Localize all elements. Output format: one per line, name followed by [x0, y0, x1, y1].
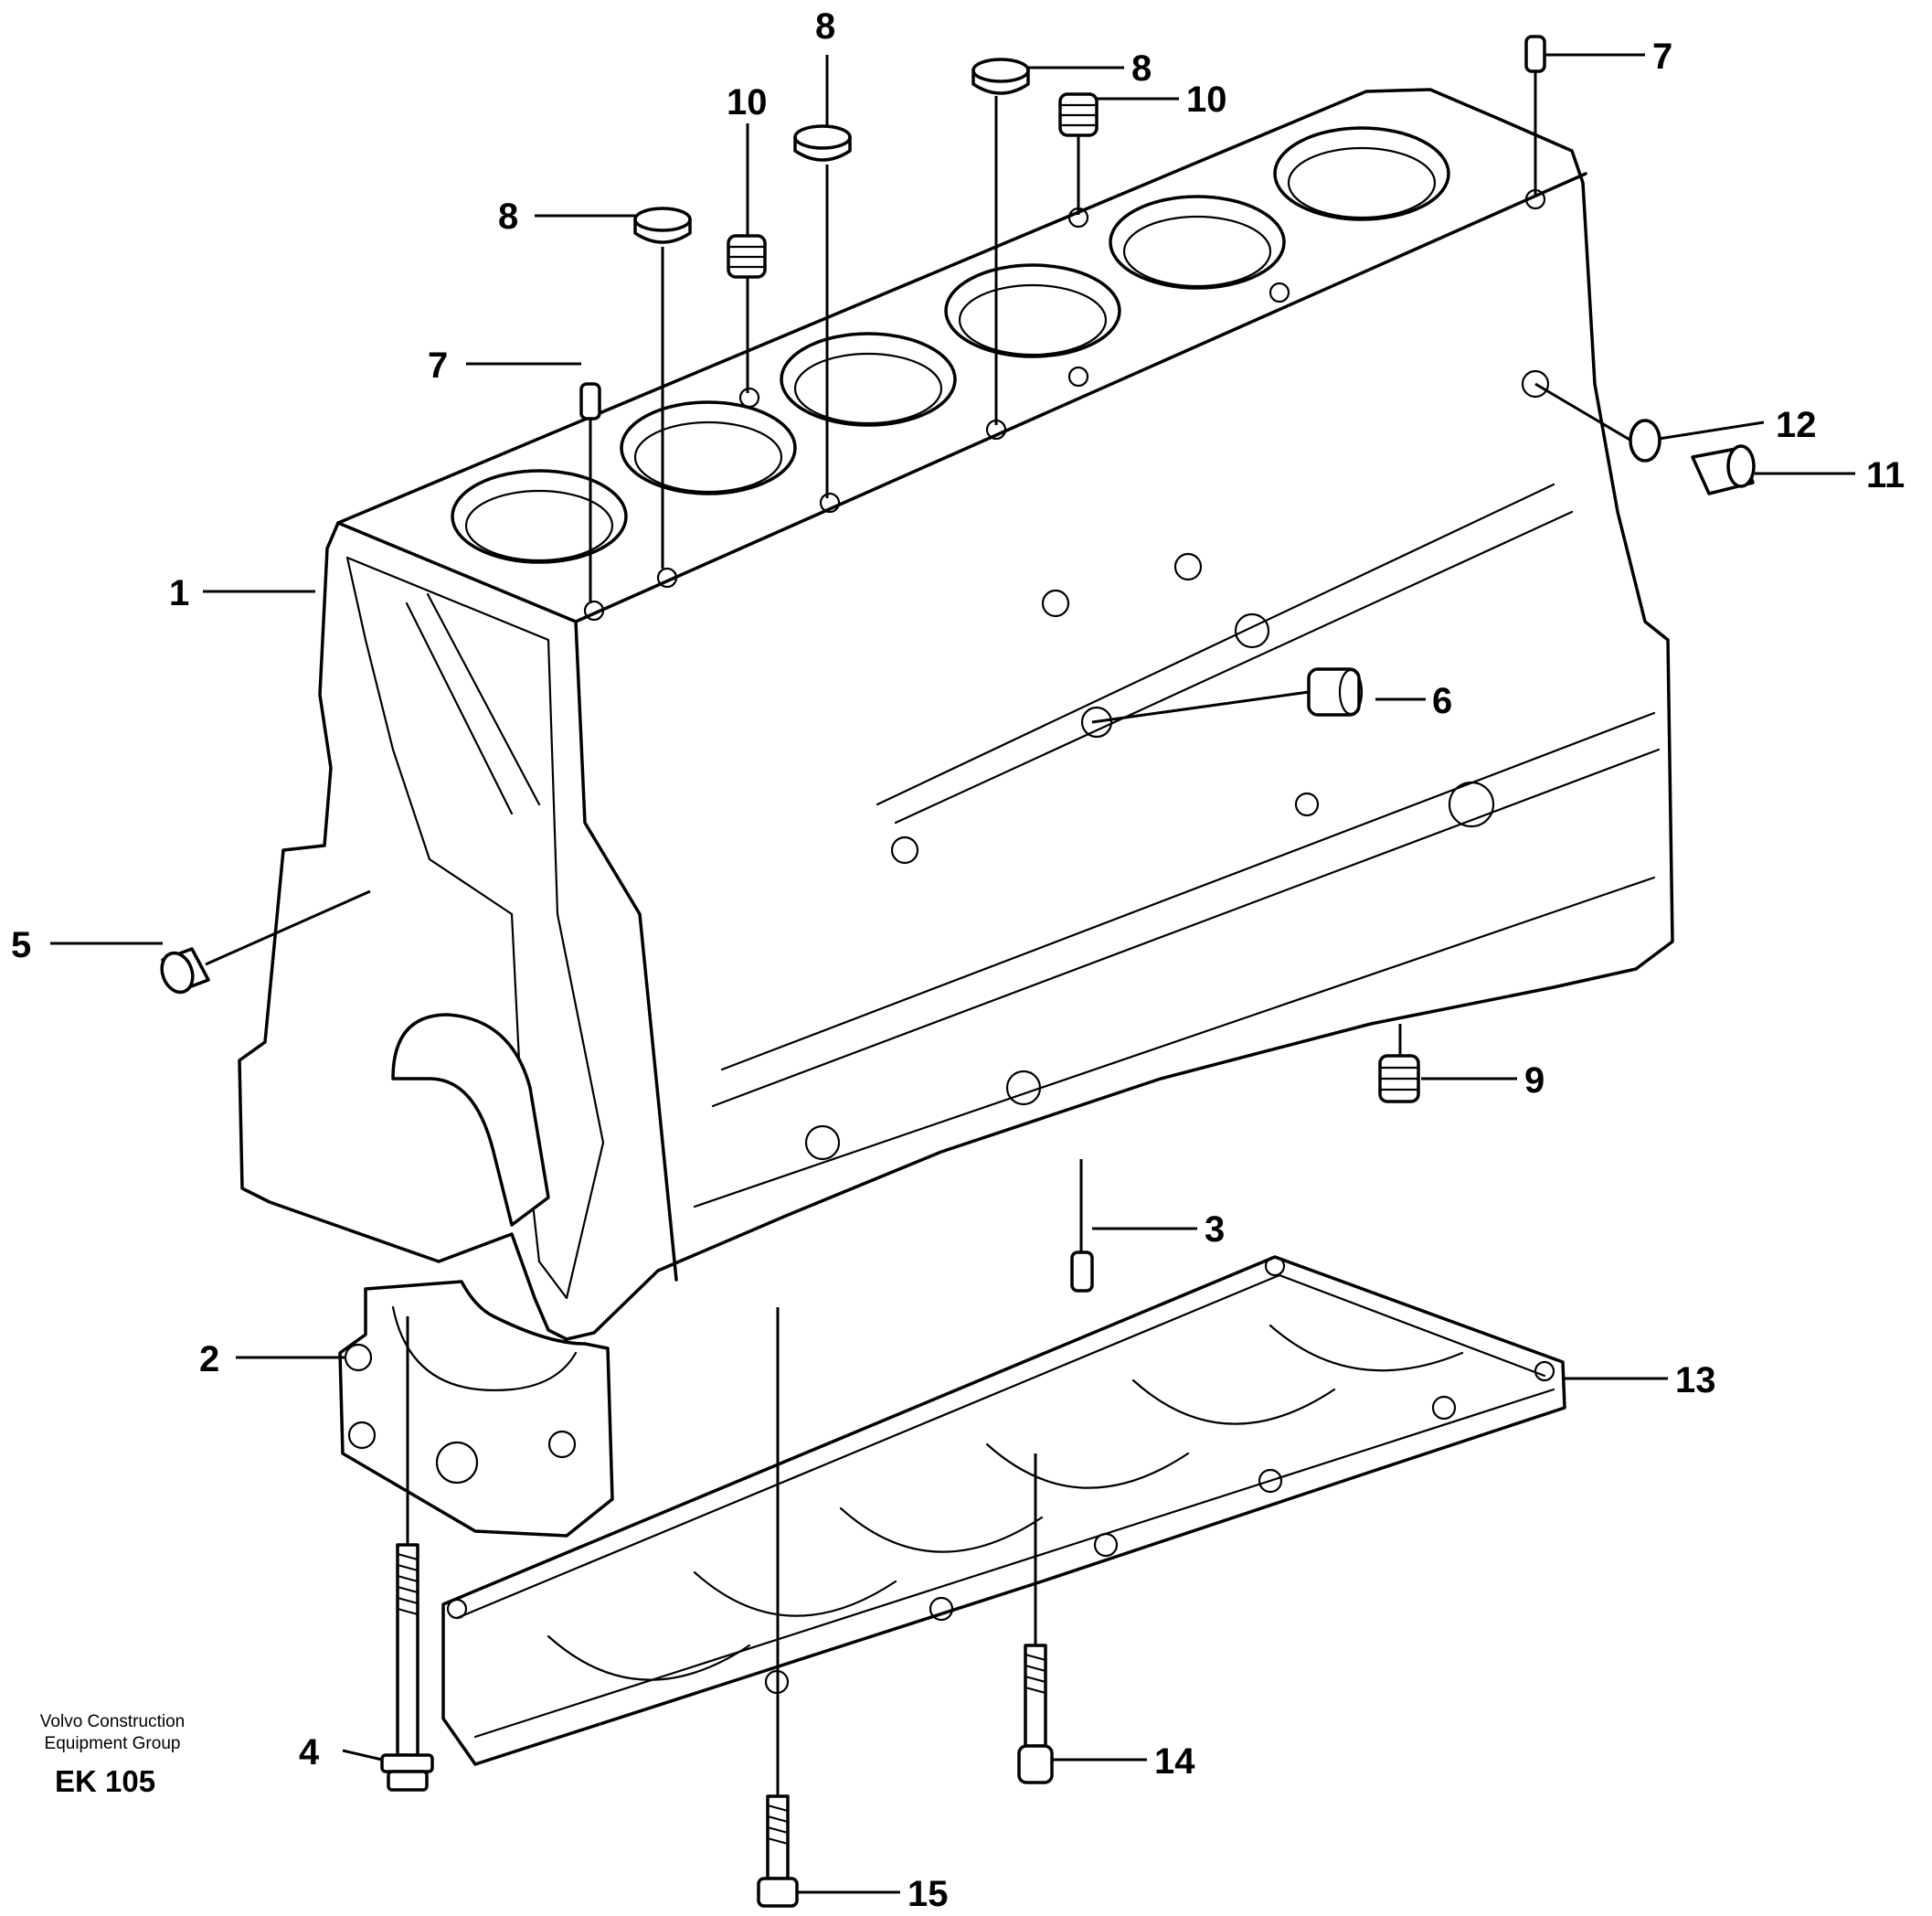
reference-code: EK 105: [55, 1764, 156, 1798]
bedplate-ribs: [547, 1324, 1464, 1681]
callout-9: 9: [1524, 1060, 1545, 1101]
oil-pan-rail-top: [720, 711, 1656, 1071]
cylinder-bore-2: [620, 400, 797, 495]
block-front-corner-edge: [574, 620, 678, 1282]
plug-11: [1691, 444, 1756, 495]
callout-3: 3: [1205, 1209, 1225, 1250]
dowel-pin: [1524, 35, 1546, 73]
sleeve-6: [1307, 667, 1364, 717]
oil-pan-rail-bottom: [711, 748, 1661, 1108]
leader-4: [342, 1749, 383, 1762]
callout-labels: 1 2 3 4 5 6 7 7 8 8 8 9 10 10 11 12 13 1…: [11, 6, 1905, 1914]
front-face-rib: [426, 592, 541, 806]
cylinder-bore-2-inner: [633, 420, 783, 494]
side-gallery-line: [876, 483, 1555, 806]
cylinder-bore-1: [451, 469, 628, 564]
publisher-line-2: Equipment Group: [44, 1734, 181, 1753]
callout-8-middle: 8: [815, 6, 835, 47]
seal-ring: [793, 124, 852, 162]
bolt-15: [757, 1794, 799, 1908]
cylinder-block-outline: [238, 88, 1674, 1341]
leader-6-to-block: [1091, 690, 1310, 724]
cylinder-bore-5: [1109, 195, 1286, 290]
cylinder-bore-6: [1273, 126, 1450, 221]
cylinder-bore-6-inner: [1287, 146, 1437, 219]
seal-ring: [971, 58, 1030, 95]
bedplate-inner-edge: [455, 1273, 1546, 1620]
bolt-14: [1017, 1644, 1054, 1784]
seal-washer: [1629, 419, 1661, 463]
bolt-4: [380, 1543, 434, 1792]
publisher-line-1: Volvo Construction: [39, 1712, 186, 1731]
callout-11: 11: [1866, 455, 1905, 495]
threaded-plug: [1378, 1054, 1420, 1103]
callout-13: 13: [1675, 1360, 1716, 1400]
callout-5: 5: [11, 925, 31, 965]
callout-7-left: 7: [428, 346, 448, 386]
publisher-credit: Volvo Construction Equipment Group: [16, 1711, 208, 1755]
threaded-plug: [1058, 92, 1099, 137]
cylinder-bore-4: [944, 263, 1121, 358]
cylinder-bore-4-inner: [958, 283, 1108, 357]
callout-6: 6: [1432, 681, 1452, 721]
callout-10-right: 10: [1186, 80, 1227, 120]
bearing-cap-bolt-hole: [347, 1421, 377, 1450]
callout-10-left: 10: [727, 82, 768, 122]
block-lower-flange: [693, 876, 1656, 1208]
bearing-cap-bolt-hole: [547, 1430, 577, 1459]
dowel-pin: [1070, 1251, 1094, 1293]
callout-7-right: 7: [1652, 37, 1672, 77]
callout-15: 15: [908, 1874, 949, 1914]
bearing-cap-boss: [435, 1441, 479, 1485]
callout-2: 2: [199, 1339, 219, 1379]
sleeve-5: [160, 947, 210, 995]
leader-12: [1658, 420, 1765, 441]
cylinder-bore-1-inner: [464, 489, 614, 562]
dowel-pin: [579, 382, 601, 420]
callout-4: 4: [299, 1732, 320, 1772]
leader-lines: [50, 53, 1855, 1894]
cylinder-bore-3-inner: [793, 352, 943, 425]
callout-12: 12: [1776, 405, 1817, 445]
callout-1: 1: [169, 573, 189, 613]
callout-8-left: 8: [498, 197, 518, 237]
callout-14: 14: [1154, 1741, 1195, 1782]
leader-12-to-block: [1534, 382, 1632, 442]
bedplate-ladder-frame: [441, 1255, 1566, 1766]
threaded-plug: [727, 234, 767, 279]
callout-8-right: 8: [1131, 48, 1152, 89]
cylinder-bore-3: [780, 332, 957, 427]
side-gallery-line: [894, 510, 1574, 825]
side-bosses: [804, 369, 1550, 1161]
leader-5-to-block: [205, 889, 371, 966]
front-crank-bore: [391, 1013, 550, 1227]
front-face-rib: [405, 601, 514, 815]
cylinder-block: [238, 88, 1674, 1341]
seal-ring: [633, 207, 692, 244]
cylinder-bore-5-inner: [1122, 215, 1272, 288]
